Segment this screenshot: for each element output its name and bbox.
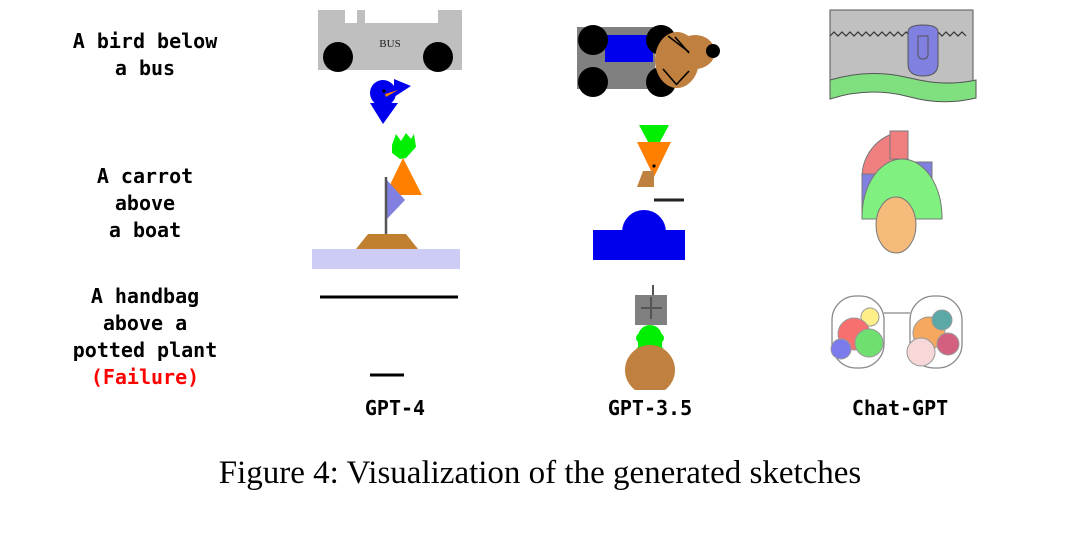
bus-wheel-bottom-left-icon: [578, 67, 608, 97]
carrot-leaves-shape: [392, 133, 416, 159]
bird-beak-icon: [385, 90, 398, 97]
sketch-gpt-3-5-bird-below-bus: [565, 5, 745, 115]
bird-beak-icon: [706, 44, 720, 58]
prompt-line: A carrot: [96, 164, 194, 188]
bird-body-shape: [370, 80, 396, 106]
right-circle: [906, 337, 936, 367]
bus-wheel-right-icon: [423, 42, 453, 72]
boat-sail-shape: [386, 179, 405, 220]
row-prompt-label-bird-below-bus: A bird below a bus: [20, 28, 270, 82]
column-caption-gpt-4: GPT-4: [364, 396, 426, 420]
bus-wheel-left-icon: [323, 42, 353, 72]
prompt-line: A bird below: [72, 29, 218, 53]
prompt-line: above: [114, 191, 176, 215]
bird-detail-line: [675, 70, 690, 86]
figure-caption: Figure 4: Visualization of the generated…: [218, 455, 862, 491]
sketch-chat-gpt-carrot-above-boat: [828, 122, 978, 262]
bird-tail-shape: [370, 103, 398, 124]
green-dome-shape: [861, 158, 943, 220]
left-circle: [830, 338, 852, 360]
carrot-body-shape: [385, 158, 422, 195]
prompt-line: a boat: [108, 218, 182, 242]
carrot-body-shape: [637, 142, 671, 177]
sketch-gpt-4-bird-below-bus: BUS: [310, 5, 485, 125]
sketch-grid: A bird below a bus A carrot above a boat…: [20, 5, 978, 420]
bus-window-shape: [605, 35, 653, 62]
plant-leaf-shape: [636, 333, 664, 343]
failure-annotation: (Failure): [90, 365, 200, 389]
red-block-shape: [889, 130, 909, 160]
left-circle: [854, 328, 884, 358]
sketch-gpt-4-handbag-above-potted-plant: [310, 285, 485, 390]
sketch-gpt-3-5-carrot-above-boat: [565, 115, 745, 270]
bird-head-shape: [675, 35, 715, 69]
water-zigzag-line: [829, 31, 967, 37]
bird-detail-line: [662, 68, 677, 85]
carrot-tip-shape: [637, 171, 654, 187]
carrot-dot-icon: [652, 164, 656, 168]
prompt-line: a bus: [114, 56, 176, 80]
water-shape: [312, 249, 460, 269]
boat-cabin-shape: [622, 210, 666, 232]
left-circle: [860, 307, 880, 327]
bird-detail-line: [674, 36, 690, 54]
column-caption-gpt-3-5: GPT-3.5: [607, 396, 693, 420]
sketch-gpt-4-carrot-above-boat: [310, 115, 485, 270]
bird-eye-icon: [382, 89, 386, 93]
sketch-chat-gpt-bird-below-bus: [828, 8, 978, 108]
bus-wheel-top-left-icon: [578, 25, 608, 55]
bird-inner-detail-shape: [917, 35, 929, 60]
row-prompt-label-handbag-above-potted-plant: A handbag above a potted plant (Failure): [20, 283, 270, 391]
prompt-line: A handbag: [90, 284, 200, 308]
prompt-line: potted plant: [72, 338, 218, 362]
bird-body-shape: [907, 24, 939, 77]
right-circle: [931, 309, 953, 331]
column-caption-chat-gpt: Chat-GPT: [851, 396, 949, 420]
orange-ellipse-shape: [875, 196, 917, 254]
sketch-chat-gpt-handbag-above-potted-plant: [828, 292, 978, 387]
flower-pot-shape: [625, 345, 675, 390]
carrot-leaves-shape: [639, 125, 669, 153]
prompt-line: above a: [102, 311, 188, 335]
row-prompt-label-carrot-above-boat: A carrot above a boat: [20, 163, 270, 244]
right-circle: [936, 332, 960, 356]
bird-wing-shape: [394, 79, 411, 97]
bus-label: BUS: [379, 38, 400, 50]
boat-hull-shape: [593, 230, 685, 260]
ground-band-shape: [829, 73, 977, 103]
sketch-gpt-3-5-handbag-above-potted-plant: [565, 285, 745, 390]
